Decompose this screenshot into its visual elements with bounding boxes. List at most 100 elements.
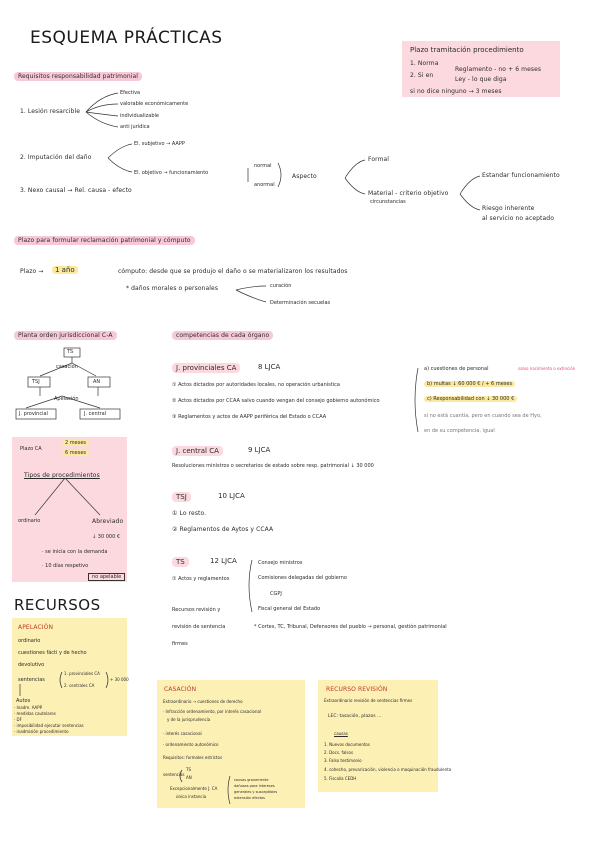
planta-casacion: casación	[56, 364, 78, 370]
ts-revision: revisión de sentencia	[172, 624, 226, 630]
tipos-heading: Tipos de procedimientos	[24, 472, 100, 479]
jprov-item-2: ② Actos dictados por CCAA salvo cuando v…	[172, 398, 380, 404]
planta-heading: Planta orden jurisdiccional C-A	[14, 331, 117, 340]
plazo-line2c: Ley - lo que diga	[455, 76, 507, 83]
ts-cortes: * Cortes, TC, Tribunal, Defensores del p…	[254, 624, 447, 630]
ts-item-1: ① Actos y reglamentos	[172, 576, 230, 582]
nexo-causal: 3. Nexo causal → Rel. causa - efecto	[20, 187, 132, 194]
formal-label: Formal	[368, 156, 390, 163]
jprov-item-3: ③ Reglamentos y actos de AAPP periférica…	[172, 414, 327, 420]
jprov-item-1: ① Actos dictados por autoridades locales…	[172, 382, 340, 388]
right-item-d: si no está cuantía, pero en cuando sea d…	[424, 413, 542, 419]
tsj-title: TSJ	[172, 492, 191, 502]
circunstancias-label: circunstancias	[370, 199, 406, 205]
imputacion-subjetivo: El. subjetivo → AAPP	[134, 141, 185, 147]
apelacion-auto-3: · DF	[14, 717, 22, 722]
plazo-line1: 1. Norma	[410, 60, 439, 67]
competencias-heading: competencias de cada órgano	[172, 331, 274, 340]
revision-causa-4: 4. cohecho, prevaricación, violencia o m…	[324, 767, 452, 772]
plazo-line2b: Reglamento - no + 6 meses	[455, 66, 542, 73]
apelacion-auto-2: · medidas cautelares	[14, 711, 56, 716]
planta-apelacion: Apelación	[54, 396, 79, 402]
right-item-e: en de su competencia, igual	[424, 428, 495, 434]
revision-title: RECURSO REVISIÓN	[326, 686, 388, 693]
curacion-text: curación	[270, 283, 292, 289]
plazo-formular-heading: Plazo para formular reclamación patrimon…	[14, 236, 195, 245]
lesion-branch-3: individualizable	[120, 113, 159, 119]
right-item-a: a) cuestiones de personal	[424, 366, 489, 372]
ts-item-4: CGPJ	[270, 591, 282, 597]
ts-art: 12 LJCA	[210, 557, 237, 565]
lesion-resarcible: 1. Lesión resarcible	[20, 108, 81, 115]
jcentral-title: J. central CA	[172, 446, 223, 456]
ts-firmes: firmes	[172, 641, 188, 647]
right-item-b: b) multas ↓ 60 000 € / + 6 meses	[424, 381, 516, 387]
jprov-item-1-text: ① Actos dictados por autoridades locales…	[172, 382, 340, 388]
determinacion-text: Determinación secuelas	[270, 300, 331, 306]
casacion-side-3: generales y susceptibles	[234, 790, 278, 794]
ts-recursos: Recursos revisión y	[172, 607, 221, 613]
apelacion-sent-2: 2. centrales CA	[64, 683, 95, 688]
planta-jcentral: J. central	[84, 411, 107, 417]
apelacion-line-3: devolutivo	[18, 662, 45, 668]
planta-tsj: TSJ	[32, 379, 40, 385]
page-title: ESQUEMA PRÁCTICAS	[30, 28, 223, 48]
tipos-abreviado: Abreviado	[92, 518, 124, 525]
plazo-tramitacion-box	[402, 41, 560, 97]
apelacion-sent-1: 1. provinciales CA	[64, 671, 100, 676]
planta-jprov: J. provincial	[19, 411, 48, 417]
casacion-sent-foot: Excepcionalmente J. CA	[170, 786, 218, 791]
computo-text: cómputo: desde que se produjo el daño o …	[118, 268, 348, 275]
ts-item-2: Consejo ministros	[258, 560, 303, 566]
revision-causa-2: 2. Docs. falsos	[324, 750, 354, 755]
recursos-heading: RECURSOS	[14, 596, 101, 614]
tsj-art: 10 LJCA	[218, 492, 245, 500]
casacion-title: CASACIÓN	[164, 686, 197, 693]
jcentral-art: 9 LJCA	[248, 446, 271, 454]
revision-causa-3: 3. Falso testimonio	[324, 758, 362, 763]
anormal-label: anormal	[254, 182, 275, 188]
casacion-line-7: sentencias	[163, 772, 185, 777]
casacion-line-2: · Infracción ordenamiento, por interés c…	[163, 709, 262, 714]
apelacion-auto-4: · imposibilidad ejecutar sentencias	[14, 723, 84, 728]
apelacion-autos-title: Autos	[16, 698, 31, 704]
jcentral-text: Resoluciones ministros o secretarios de …	[172, 463, 374, 469]
tipos-linea2: · 10 días respetivo	[42, 563, 89, 569]
revision-causa-5: 5. Fiscalía CEDH	[324, 776, 357, 781]
lesion-branch-4: anti jurídica	[120, 124, 150, 130]
plazo-line2a: 2. Si en	[410, 72, 434, 79]
plazo-value: 1 año	[52, 266, 78, 274]
tsj-item-2: ② Reglamentos de Aytos y CCAA	[172, 526, 274, 533]
tsj-item-1: ① Lo resto.	[172, 510, 207, 517]
apelacion-auto-5: · inadmisión procedimiento	[14, 729, 69, 734]
ts-item-3: Comisiones delegadas del gobierno	[258, 575, 347, 581]
casacion-side-2: dañosas para intereses	[234, 784, 275, 788]
ts-title: TS	[172, 557, 189, 567]
plazo-ca-2-meses: 2 meses	[62, 440, 90, 446]
casacion-side-1: causas gravemente	[234, 778, 269, 782]
tipos-cuantia: ↓ 30 000 €	[92, 534, 121, 540]
revision-line-2: LEC: tasación, plazos ...	[328, 714, 382, 719]
plazo-label: Plazo →	[20, 268, 44, 275]
casacion-box	[157, 680, 305, 808]
casacion-line-6: Requisitos: formales estrictos	[163, 755, 223, 760]
casacion-line-5: · ordenamiento autonómico	[163, 742, 219, 747]
apelacion-auto-1: · Inadm. AAPP	[14, 705, 43, 710]
planta-ts: TS	[67, 349, 74, 355]
lesion-branch-2: valorable económicamente	[120, 101, 189, 107]
aspecto-label: Aspecto	[292, 173, 317, 180]
apelacion-line-1: ordinario	[18, 638, 41, 644]
casacion-sent-foot2: única instancia	[176, 794, 207, 799]
apelacion-cuantia: + 30 000	[110, 677, 129, 682]
plazo-tramitacion-heading: Plazo tramitación procedimiento	[410, 46, 524, 54]
ts-item-5: Fiscal general del Estado	[258, 606, 321, 612]
riesgo-label-1: Riesgo inherente	[482, 205, 535, 212]
apelacion-title: APELACIÓN	[18, 624, 54, 631]
estandar-label: Estandar funcionamiento	[482, 172, 560, 179]
apelacion-line-2: cuestiones fácti y de hecho	[18, 650, 87, 656]
revision-line-1: Extraordinario revisión de sentencias fi…	[324, 698, 413, 703]
right-item-a-note: salvo nacimiento o extinción	[518, 366, 576, 371]
casacion-sent-an: AN	[186, 775, 192, 780]
imputacion-dano: 2. Imputación del daño	[20, 154, 92, 161]
